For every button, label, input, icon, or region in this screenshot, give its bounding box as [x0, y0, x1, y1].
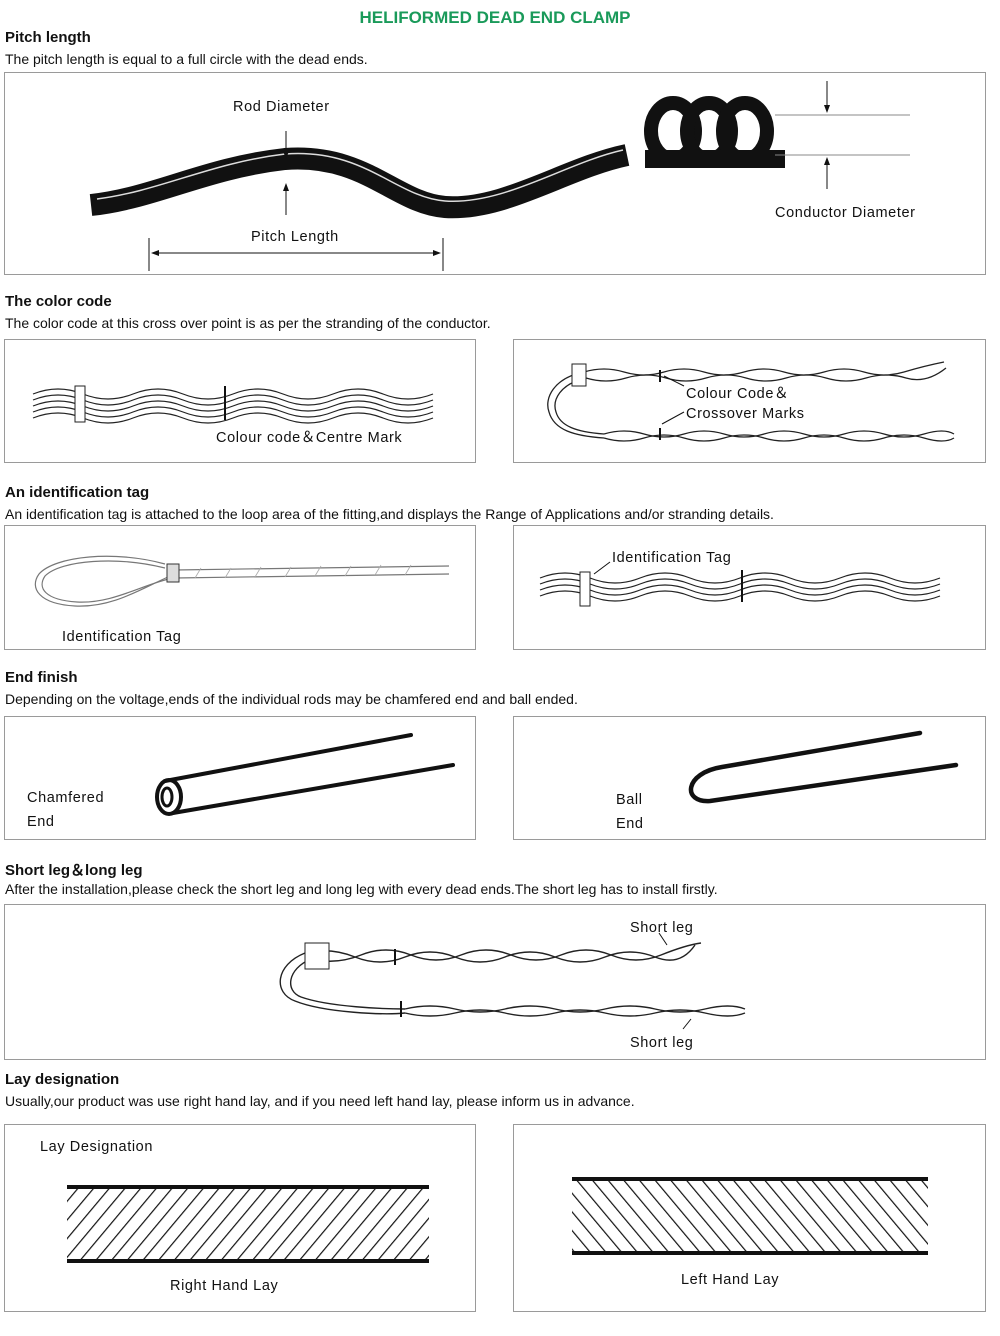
identification-tag-figure-left: Identification Tag [4, 525, 476, 650]
colour-code-centre-mark-label: Colour code＆Centre Mark [216, 426, 402, 447]
color-code-figure-right: Colour Code＆ Crossover Marks [513, 339, 986, 463]
pitch-length-figure: Rod Diameter Pitch Length Conductor Diam… [4, 72, 986, 275]
section-desc-pitch-length: The pitch length is equal to a full circ… [5, 51, 368, 67]
section-desc-lay-designation: Usually,our product was use right hand l… [5, 1093, 635, 1109]
section-heading-lay-designation: Lay designation [5, 1071, 119, 1088]
section-heading-end-finish: End finish [5, 669, 78, 686]
ball-end-figure: Ball End [513, 716, 986, 840]
section-heading-pitch-length: Pitch length [5, 29, 91, 46]
identification-tag-label-right: Identification Tag [612, 550, 731, 566]
dead-end-legs-drawing [5, 905, 987, 1061]
pitch-length-drawing [5, 73, 987, 276]
section-heading-identification-tag: An identification tag [5, 484, 149, 501]
section-desc-end-finish: Depending on the voltage,ends of the ind… [5, 691, 578, 707]
section-desc-short-long-leg: After the installation,please check the … [5, 881, 718, 897]
ball-end-drawing [514, 717, 987, 841]
chamfered-end-label: End [27, 814, 55, 830]
lay-designation-label: Lay Designation [40, 1139, 153, 1155]
wavy-rods-tag-drawing [514, 526, 987, 651]
crossover-marks-label: Crossover Marks [686, 406, 805, 422]
identification-tag-figure-right: Identification Tag [513, 525, 986, 650]
color-code-figure-left: Colour code＆Centre Mark [4, 339, 476, 463]
chamfered-end-figure: Chamfered End [4, 716, 476, 840]
right-hand-lay-figure: Lay Designation Right Hand Lay [4, 1124, 476, 1312]
ball-label: Ball [616, 792, 643, 808]
chamfered-end-drawing [5, 717, 477, 841]
left-hand-lay-label: Left Hand Lay [681, 1272, 779, 1288]
conductor-coil [645, 103, 785, 159]
right-hand-lay-label: Right Hand Lay [170, 1278, 278, 1294]
section-heading-short-long-leg: Short leg＆long leg [5, 859, 143, 880]
colour-code-label: Colour Code＆ [686, 382, 789, 403]
left-hand-lay-figure: Left Hand Lay [513, 1124, 986, 1312]
chamfered-label: Chamfered [27, 790, 104, 806]
rod-diameter-label: Rod Diameter [233, 99, 330, 115]
section-desc-color-code: The color code at this cross over point … [5, 315, 491, 331]
ball-end-label: End [616, 816, 644, 832]
short-leg-label-top: Short leg [630, 920, 693, 936]
page-title: HELIFORMED DEAD END CLAMP [0, 8, 990, 28]
short-long-leg-figure: Short leg Short leg [4, 904, 986, 1060]
section-heading-color-code: The color code [5, 293, 112, 310]
identification-tag-label-left: Identification Tag [62, 629, 181, 645]
conductor-diameter-label: Conductor Diameter [775, 205, 916, 221]
section-desc-identification-tag: An identification tag is attached to the… [5, 506, 774, 522]
short-leg-label-bottom: Short leg [630, 1035, 693, 1051]
pitch-length-label: Pitch Length [251, 229, 339, 245]
